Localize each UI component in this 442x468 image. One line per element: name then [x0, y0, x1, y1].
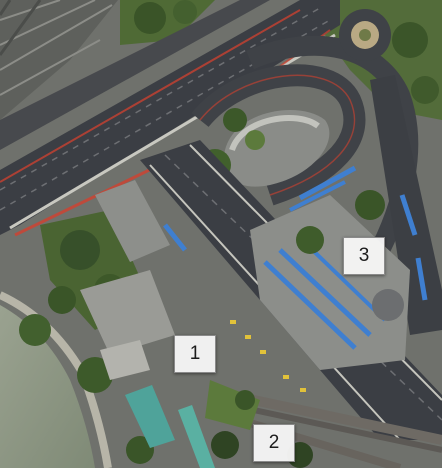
location-marker-2[interactable]: 2 — [253, 424, 295, 462]
park-top — [120, 0, 215, 45]
location-marker-3[interactable]: 3 — [343, 237, 385, 275]
river — [0, 305, 95, 468]
upper-road — [0, 0, 270, 150]
location-marker-1[interactable]: 1 — [174, 335, 216, 373]
platform-roof — [178, 405, 215, 468]
rail-yard — [0, 0, 118, 120]
taxis — [230, 320, 306, 392]
buildings-left — [80, 180, 175, 380]
roundabout — [339, 9, 391, 61]
terminal-roof — [125, 385, 175, 448]
